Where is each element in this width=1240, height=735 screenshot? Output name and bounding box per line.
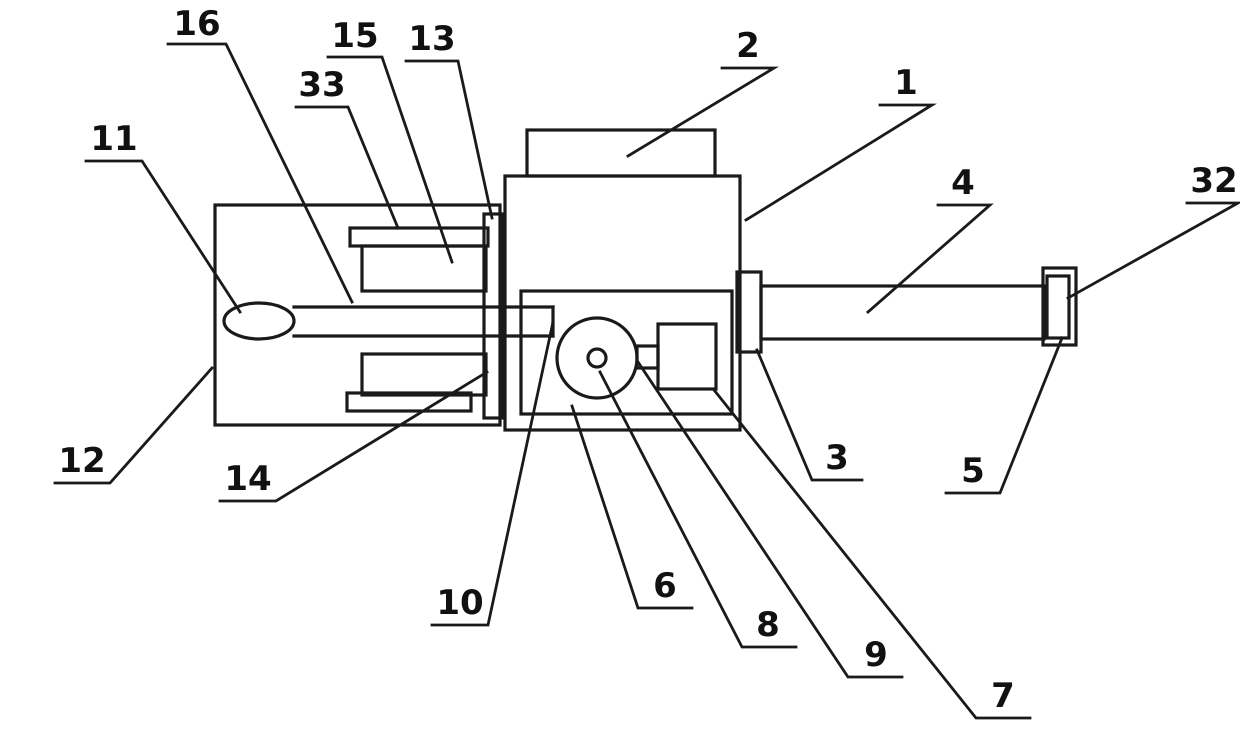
label-12: 12: [53, 366, 214, 485]
ref-number-11: 11: [90, 119, 137, 159]
leader-line-16: [166, 42, 354, 304]
ref-number-9: 9: [864, 635, 888, 675]
label-2: 2: [626, 26, 780, 158]
label-8: 8: [598, 370, 798, 649]
ref-number-2: 2: [736, 26, 760, 66]
leader-line-12: [53, 366, 214, 485]
ref-number-14: 14: [224, 459, 271, 499]
separator-plate: [482, 212, 505, 420]
end-cap-inner: [1045, 274, 1071, 340]
leader-line-7: [712, 388, 1032, 720]
ref-number-4: 4: [951, 163, 975, 203]
label-5: 5: [944, 336, 1064, 495]
leader-line-6: [570, 404, 694, 610]
label-9: 9: [636, 360, 904, 679]
lower-bar: [345, 391, 473, 413]
leader-line-5: [944, 336, 1064, 495]
upper-block: [360, 244, 488, 293]
label-6: 6: [570, 404, 694, 610]
ref-number-1: 1: [894, 63, 918, 103]
leader-line-13: [404, 59, 494, 220]
label-15: 15: [326, 16, 454, 264]
label-14: 14: [218, 370, 489, 503]
leader-line-9: [636, 360, 904, 679]
leader-line-1: [744, 103, 937, 222]
wheel: [555, 316, 639, 400]
ref-number-12: 12: [58, 441, 105, 481]
rod-head: [222, 301, 296, 341]
label-16: 16: [166, 4, 354, 304]
ref-number-10: 10: [436, 583, 483, 623]
motor-block: [656, 322, 718, 391]
ref-number-7: 7: [991, 676, 1015, 716]
label-1: 1: [744, 63, 937, 222]
ref-number-16: 16: [173, 4, 220, 44]
leader-line-10: [430, 320, 555, 627]
lower-block: [360, 352, 488, 397]
leader-line-33: [294, 105, 400, 230]
label-33: 33: [294, 65, 400, 230]
ref-number-5: 5: [961, 451, 985, 491]
leader-line-11: [84, 159, 242, 314]
ref-number-33: 33: [298, 65, 345, 105]
ref-number-15: 15: [331, 16, 378, 56]
leader-line-14: [218, 370, 489, 503]
label-11: 11: [84, 119, 242, 314]
leader-line-15: [326, 55, 454, 264]
label-10: 10: [430, 320, 555, 627]
left-housing: [213, 203, 502, 427]
label-13: 13: [404, 19, 494, 220]
ref-number-6: 6: [653, 566, 677, 606]
leader-line-32: [1066, 201, 1240, 300]
leader-line-3: [755, 348, 864, 482]
upper-bar: [348, 226, 490, 248]
leader-line-4: [866, 203, 994, 314]
ref-number-8: 8: [756, 605, 780, 645]
label-32: 32: [1066, 161, 1240, 300]
label-3: 3: [755, 348, 864, 482]
wheel-axle: [586, 347, 608, 369]
label-7: 7: [712, 388, 1032, 720]
leader-line-8: [598, 370, 798, 649]
main-body: [503, 174, 742, 432]
output-rod: [759, 284, 1046, 341]
label-4: 4: [866, 163, 994, 314]
leader-line-2: [626, 66, 780, 158]
ref-number-32: 32: [1190, 161, 1237, 201]
ref-number-13: 13: [408, 19, 455, 59]
top-block: [525, 128, 717, 178]
ref-number-3: 3: [825, 438, 849, 478]
inner-chamber: [519, 289, 734, 416]
drawing-layer: [213, 128, 1078, 432]
